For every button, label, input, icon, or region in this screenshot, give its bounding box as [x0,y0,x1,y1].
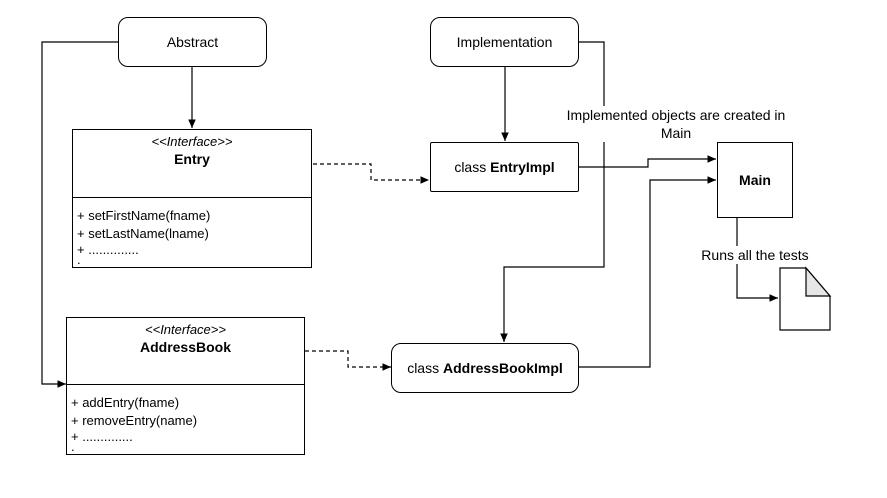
entryimpl-prefix: class [454,159,491,175]
entry-operations: + setFirstName(fname) + setLastName(lnam… [77,207,307,267]
addressbook-stereotype: <<Interface>> [145,322,226,337]
implementation-label: Implementation [456,34,553,50]
main-label: Main [739,172,771,188]
entry-interface-header: <<Interface>> Entry [73,130,311,167]
addressbook-divider [67,384,304,385]
edge-implementation-to-addressbookimpl [500,41,605,342]
addressbookimpl-name: AddressBookImpl [442,360,563,376]
addressbook-operation: . [71,439,75,454]
edge-main-to-tests [736,218,778,302]
addressbook-name: AddressBook [139,339,232,355]
addressbook-interface-box: <<Interface>> AddressBook + addEntry(fna… [66,317,305,455]
addressbookimpl-node: class AddressBookImpl [391,343,579,393]
edge-entryimpl-to-main [579,155,716,168]
addressbook-operation: + .............. [71,429,133,444]
implementation-node: Implementation [430,17,579,67]
addressbook-operations: + addEntry(fname) + removeEntry(name) + … [71,394,300,454]
entry-operation: + .............. [77,242,139,257]
addressbookimpl-prefix: class [407,360,443,376]
abstract-label: Abstract [166,34,219,50]
entry-operation: + setLastName(lname) [77,226,209,241]
implemented-note: Implemented objects are created in Main [562,106,790,142]
addressbook-operation: + removeEntry(name) [71,413,198,428]
edge-addressbookimpl-to-main [579,176,716,368]
entryimpl-name: EntryImpl [490,159,555,175]
entry-name: Entry [174,151,210,167]
entry-interface-box: <<Interface>> Entry + setFirstName(fname… [72,129,312,268]
entry-operation: + setFirstName(fname) [77,208,211,223]
abstract-node: Abstract [118,17,267,67]
entry-stereotype: <<Interface>> [151,134,233,149]
edge-addressbook-to-addressbookimpl [305,350,391,371]
edge-entry-to-entryimpl [313,163,429,184]
addressbook-operation: + addEntry(fname) [71,395,180,410]
main-node: Main [717,142,793,218]
edge-abstract-to-addressbook [41,41,118,388]
entryimpl-node: class EntryImpl [430,142,579,192]
runs-tests-note: Runs all the tests [692,246,818,264]
test-document-icon [779,266,832,331]
entry-operation: . [77,252,81,267]
addressbook-interface-header: <<Interface>> AddressBook [67,318,304,355]
entry-divider [73,197,311,198]
